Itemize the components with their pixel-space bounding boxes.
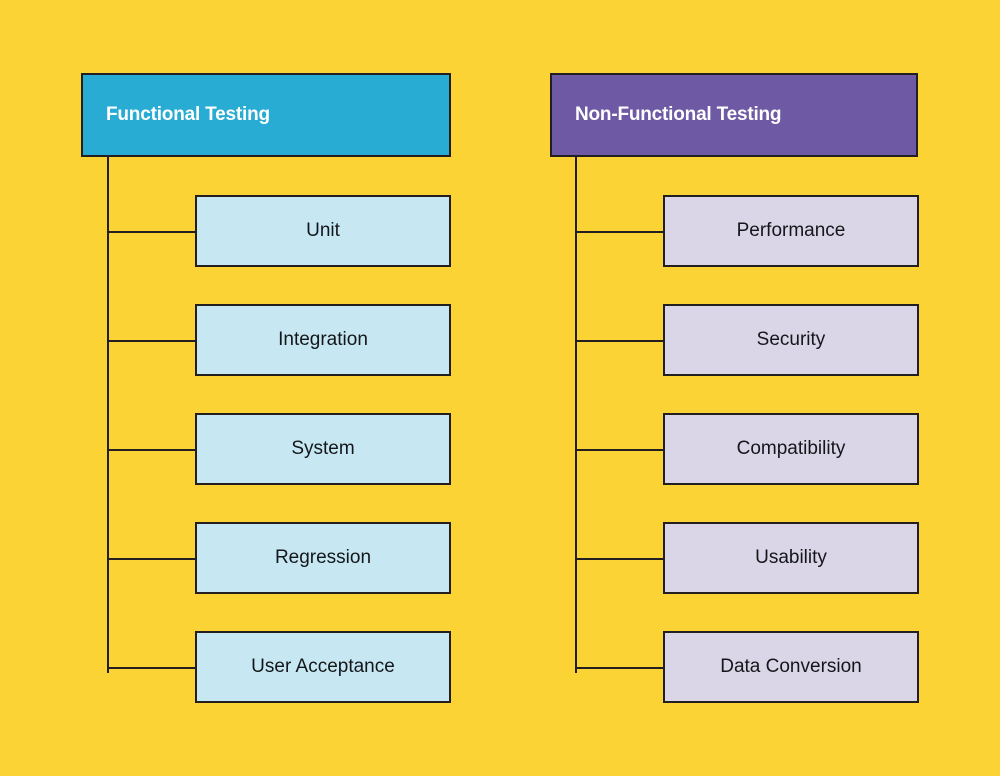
- node-label-system: System: [291, 438, 355, 459]
- node-label-security: Security: [756, 329, 826, 350]
- node-user-acceptance[interactable]: User Acceptance: [195, 631, 451, 703]
- connector-branch-functional-1: [107, 231, 197, 233]
- connector-branch-non-functional-5: [575, 667, 665, 669]
- node-performance[interactable]: Performance: [663, 195, 919, 267]
- connector-branch-non-functional-1: [575, 231, 665, 233]
- node-label-performance: Performance: [736, 220, 846, 241]
- node-label-data-conversion: Data Conversion: [720, 656, 862, 677]
- column-functional-testing: Functional Testing Unit Integration Syst…: [81, 73, 451, 703]
- header-label-non-functional-testing: Non-Functional Testing: [575, 104, 782, 125]
- node-label-integration: Integration: [278, 329, 368, 350]
- node-compatibility[interactable]: Compatibility: [663, 413, 919, 485]
- connector-trunk-functional: [107, 157, 109, 673]
- connector-branch-functional-2: [107, 340, 197, 342]
- connector-branch-non-functional-4: [575, 558, 665, 560]
- node-system[interactable]: System: [195, 413, 451, 485]
- column-non-functional-testing: Non-Functional Testing Performance Secur…: [500, 0, 1000, 776]
- header-label-functional-testing: Functional Testing: [106, 104, 270, 125]
- node-integration[interactable]: Integration: [195, 304, 451, 376]
- connector-branch-functional-4: [107, 558, 197, 560]
- header-box-non-functional-testing[interactable]: Non-Functional Testing: [550, 73, 918, 157]
- node-label-usability: Usability: [755, 547, 827, 568]
- node-label-regression: Regression: [274, 547, 372, 568]
- node-usability[interactable]: Usability: [663, 522, 919, 594]
- connector-branch-non-functional-2: [575, 340, 665, 342]
- node-data-conversion[interactable]: Data Conversion: [663, 631, 919, 703]
- node-regression[interactable]: Regression: [195, 522, 451, 594]
- node-label-compatibility: Compatibility: [736, 438, 846, 459]
- connector-branch-functional-5: [107, 667, 197, 669]
- connector-branch-non-functional-3: [575, 449, 665, 451]
- header-box-functional-testing[interactable]: Functional Testing: [81, 73, 451, 157]
- node-security[interactable]: Security: [663, 304, 919, 376]
- node-label-unit: Unit: [306, 220, 340, 241]
- connector-trunk-non-functional: [575, 157, 577, 673]
- connector-branch-functional-3: [107, 449, 197, 451]
- node-label-user-acceptance: User Acceptance: [251, 656, 395, 677]
- node-unit[interactable]: Unit: [195, 195, 451, 267]
